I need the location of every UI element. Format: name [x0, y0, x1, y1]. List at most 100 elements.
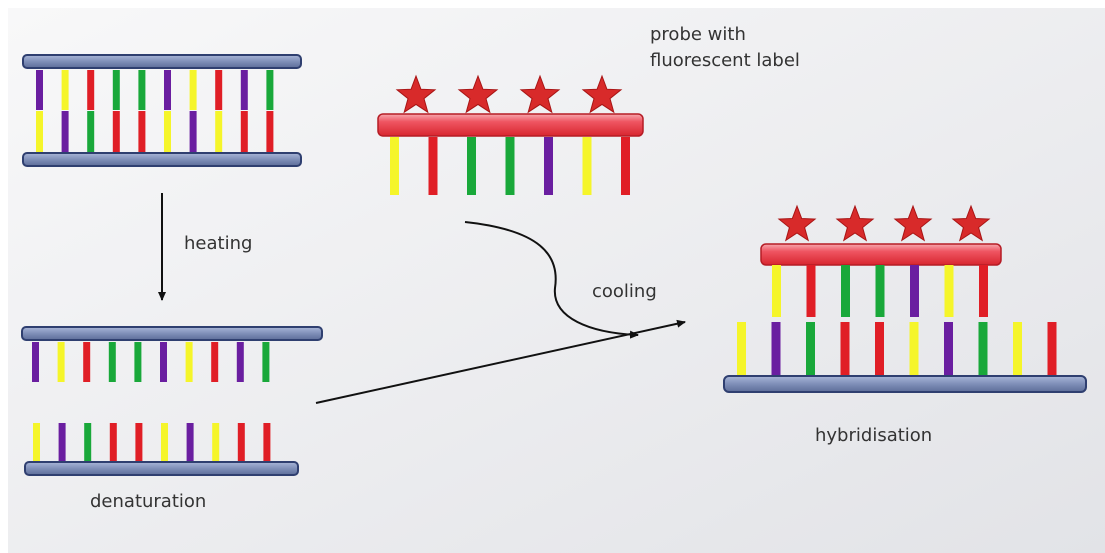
hybrid-target-base-6: [909, 322, 919, 376]
dna-bottom-base-8: [215, 111, 223, 152]
probe-label: probe with fluorescent label: [650, 22, 850, 74]
denatured-lower-base-9: [237, 423, 245, 462]
denatured-upper-base-1: [32, 342, 39, 382]
denatured-upper-base-8: [211, 342, 219, 382]
hybrid-probe-base-4: [875, 265, 885, 317]
dna-top-base-10: [266, 70, 274, 110]
probe-backbone: [377, 113, 644, 137]
probe-base-6: [582, 137, 592, 195]
dna-bottom-base-6: [164, 111, 171, 152]
hybrid-target-base-8: [978, 322, 988, 376]
heating-label: heating: [184, 233, 253, 254]
dna-top-base-3: [87, 70, 95, 110]
probe-star-icon-3: [519, 74, 561, 114]
denatured-upper-base-7: [185, 342, 193, 382]
probe-base-1: [390, 137, 399, 195]
dna-top-bases: [36, 70, 274, 110]
denatured-upper-base-3: [83, 342, 91, 382]
dna-top-base-9: [240, 70, 248, 110]
hybrid-star-icon-1: [777, 204, 817, 242]
denatured-lower-base-5: [135, 423, 143, 462]
denatured-lower-bases: [33, 423, 271, 462]
double-strand-dna: [22, 54, 302, 167]
denatured-upper-base-2: [57, 342, 65, 382]
dna-top-base-6: [164, 70, 171, 110]
hybridisation-label: hybridisation: [815, 425, 933, 446]
dna-top-base-2: [61, 70, 69, 110]
cooling-label: cooling: [592, 281, 657, 302]
dna-top-base-7: [189, 70, 197, 110]
hybrid-stars: [777, 204, 991, 242]
hybrid-probe-base-2: [806, 265, 816, 317]
probe-base-4: [505, 137, 515, 195]
hybridised-complex: [723, 204, 1087, 393]
dna-bottom-base-2: [61, 111, 69, 152]
hybrid-probe-base-3: [841, 265, 850, 317]
probe-star-icon-4: [581, 74, 623, 114]
denatured-backbone-lower: [24, 461, 299, 476]
denatured-lower-base-10: [263, 423, 271, 462]
hybrid-star-icon-4: [951, 204, 991, 242]
dna-top-base-5: [138, 70, 146, 110]
denatured-lower-base-3: [84, 423, 92, 462]
probe-to-cooling-curve: [464, 221, 639, 339]
hybrid-probe-bases: [772, 265, 988, 317]
probe-base-3: [467, 137, 476, 195]
hybrid-probe-backbone: [760, 243, 1002, 266]
denatured-upper-base-6: [160, 342, 167, 382]
probe-base-2: [428, 137, 438, 195]
hybrid-target-base-3: [806, 322, 815, 376]
dna-top-base-8: [215, 70, 223, 110]
hybrid-probe-base-7: [979, 265, 988, 317]
hybrid-probe-base-5: [910, 265, 919, 317]
denatured-upper-base-5: [134, 342, 142, 382]
denatured-lower-base-8: [212, 423, 220, 462]
hybrid-star-icon-3: [893, 204, 933, 242]
probe-bases: [390, 137, 630, 195]
dna-bottom-base-4: [112, 111, 120, 152]
hybrid-target-base-2: [771, 322, 781, 376]
dna-backbone-top: [22, 54, 302, 69]
hybrid-probe-base-6: [944, 265, 954, 317]
denatured-upper-base-4: [108, 342, 116, 382]
denatured-backbone-upper: [21, 326, 323, 341]
denatured-lower-base-7: [186, 423, 194, 462]
hybrid-target-base-1: [737, 322, 746, 376]
denatured-upper-base-9: [236, 342, 244, 382]
probe-label-line2: fluorescent label: [650, 50, 800, 71]
dna-top-base-1: [36, 70, 43, 110]
hybrid-target-base-4: [840, 322, 850, 376]
probe-label-line1: probe with: [650, 24, 746, 45]
fluorescent-probe: [377, 74, 644, 195]
hybrid-target-base-9: [1013, 322, 1022, 376]
hybrid-target-base-5: [875, 322, 884, 376]
denaturation-label: denaturation: [90, 491, 207, 512]
denatured-strand-upper: [21, 326, 323, 382]
denatured-upper-bases: [32, 342, 270, 382]
probe-base-5: [544, 137, 553, 195]
hybrid-target-base-7: [944, 322, 953, 376]
dna-bottom-base-10: [266, 111, 274, 152]
probe-base-7: [621, 137, 630, 195]
denatured-strand-lower: [24, 423, 299, 476]
dna-bottom-base-3: [87, 111, 95, 152]
probe-star-icon-2: [457, 74, 499, 114]
hybrid-target-base-10: [1047, 322, 1057, 376]
denatured-upper-base-10: [262, 342, 270, 382]
probe-stars: [395, 74, 623, 114]
dna-backbone-bottom: [22, 152, 302, 167]
hybrid-target-backbone: [723, 375, 1087, 393]
dna-bottom-base-9: [240, 111, 248, 152]
denatured-lower-base-1: [33, 423, 40, 462]
denatured-lower-base-6: [161, 423, 168, 462]
hybrid-target-bases: [737, 322, 1057, 376]
dna-bottom-bases: [36, 111, 274, 152]
dna-bottom-base-7: [189, 111, 197, 152]
denatured-lower-base-2: [58, 423, 66, 462]
denaturation-to-hybrid-arrow: [315, 319, 686, 404]
hybrid-probe-base-1: [772, 265, 781, 317]
probe-star-icon-1: [395, 74, 437, 114]
dna-bottom-base-5: [138, 111, 146, 152]
